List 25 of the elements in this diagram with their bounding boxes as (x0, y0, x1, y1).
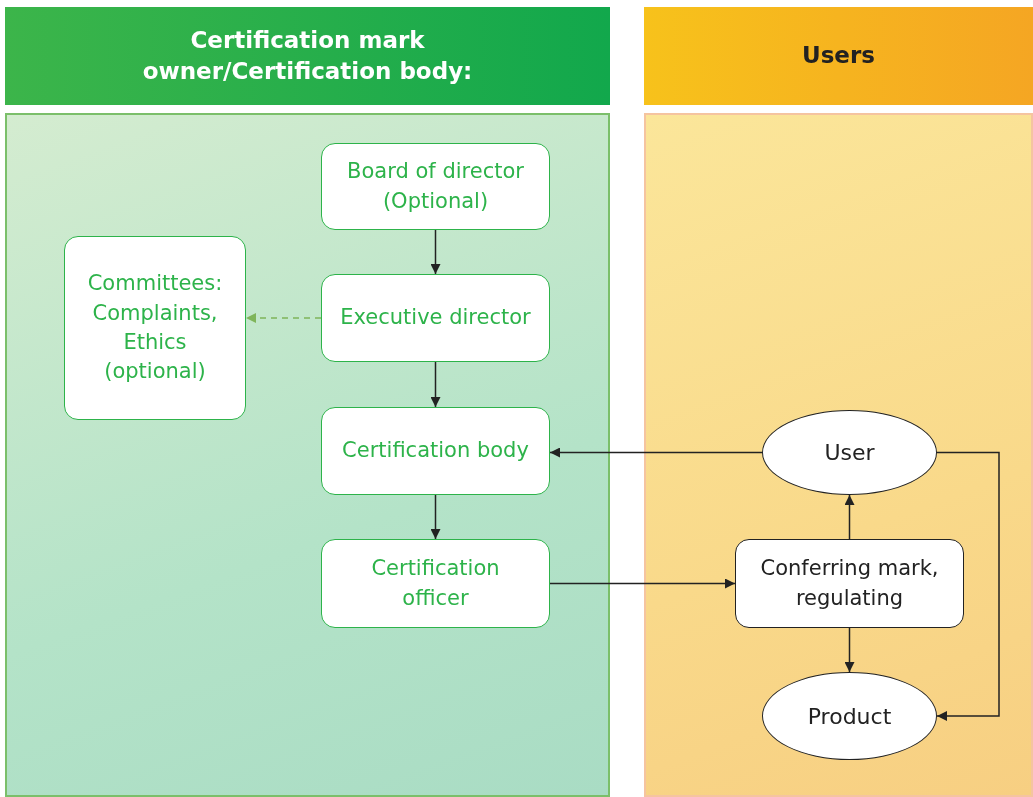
node-label: Executive director (340, 304, 531, 332)
arrow (430, 229, 441, 275)
node-label: Certification body (342, 437, 529, 465)
process-box (64, 236, 246, 420)
process-box (735, 539, 964, 628)
arrow (549, 578, 736, 589)
process-box (321, 274, 550, 362)
node-label: Committees: Complaints, Ethics (optional) (86, 270, 224, 386)
header-text: Certification mark owner/Certification body: (141, 25, 474, 86)
arrow (430, 361, 441, 408)
node-label: Conferring mark, regulating (759, 555, 940, 612)
arrow (844, 627, 855, 673)
node-label: Certification officer (370, 555, 501, 612)
arrow (549, 447, 763, 458)
process-box (321, 143, 550, 230)
arrow (245, 313, 322, 323)
arrow (936, 451, 1000, 721)
arrow (430, 494, 441, 540)
node-label: Board of director (Optional) (346, 158, 525, 215)
node-label: Product (807, 703, 892, 729)
node-label: User (824, 440, 875, 465)
arrow (844, 494, 855, 540)
process-box (321, 407, 550, 495)
process-box (321, 539, 550, 628)
header-text: Users (802, 41, 875, 71)
